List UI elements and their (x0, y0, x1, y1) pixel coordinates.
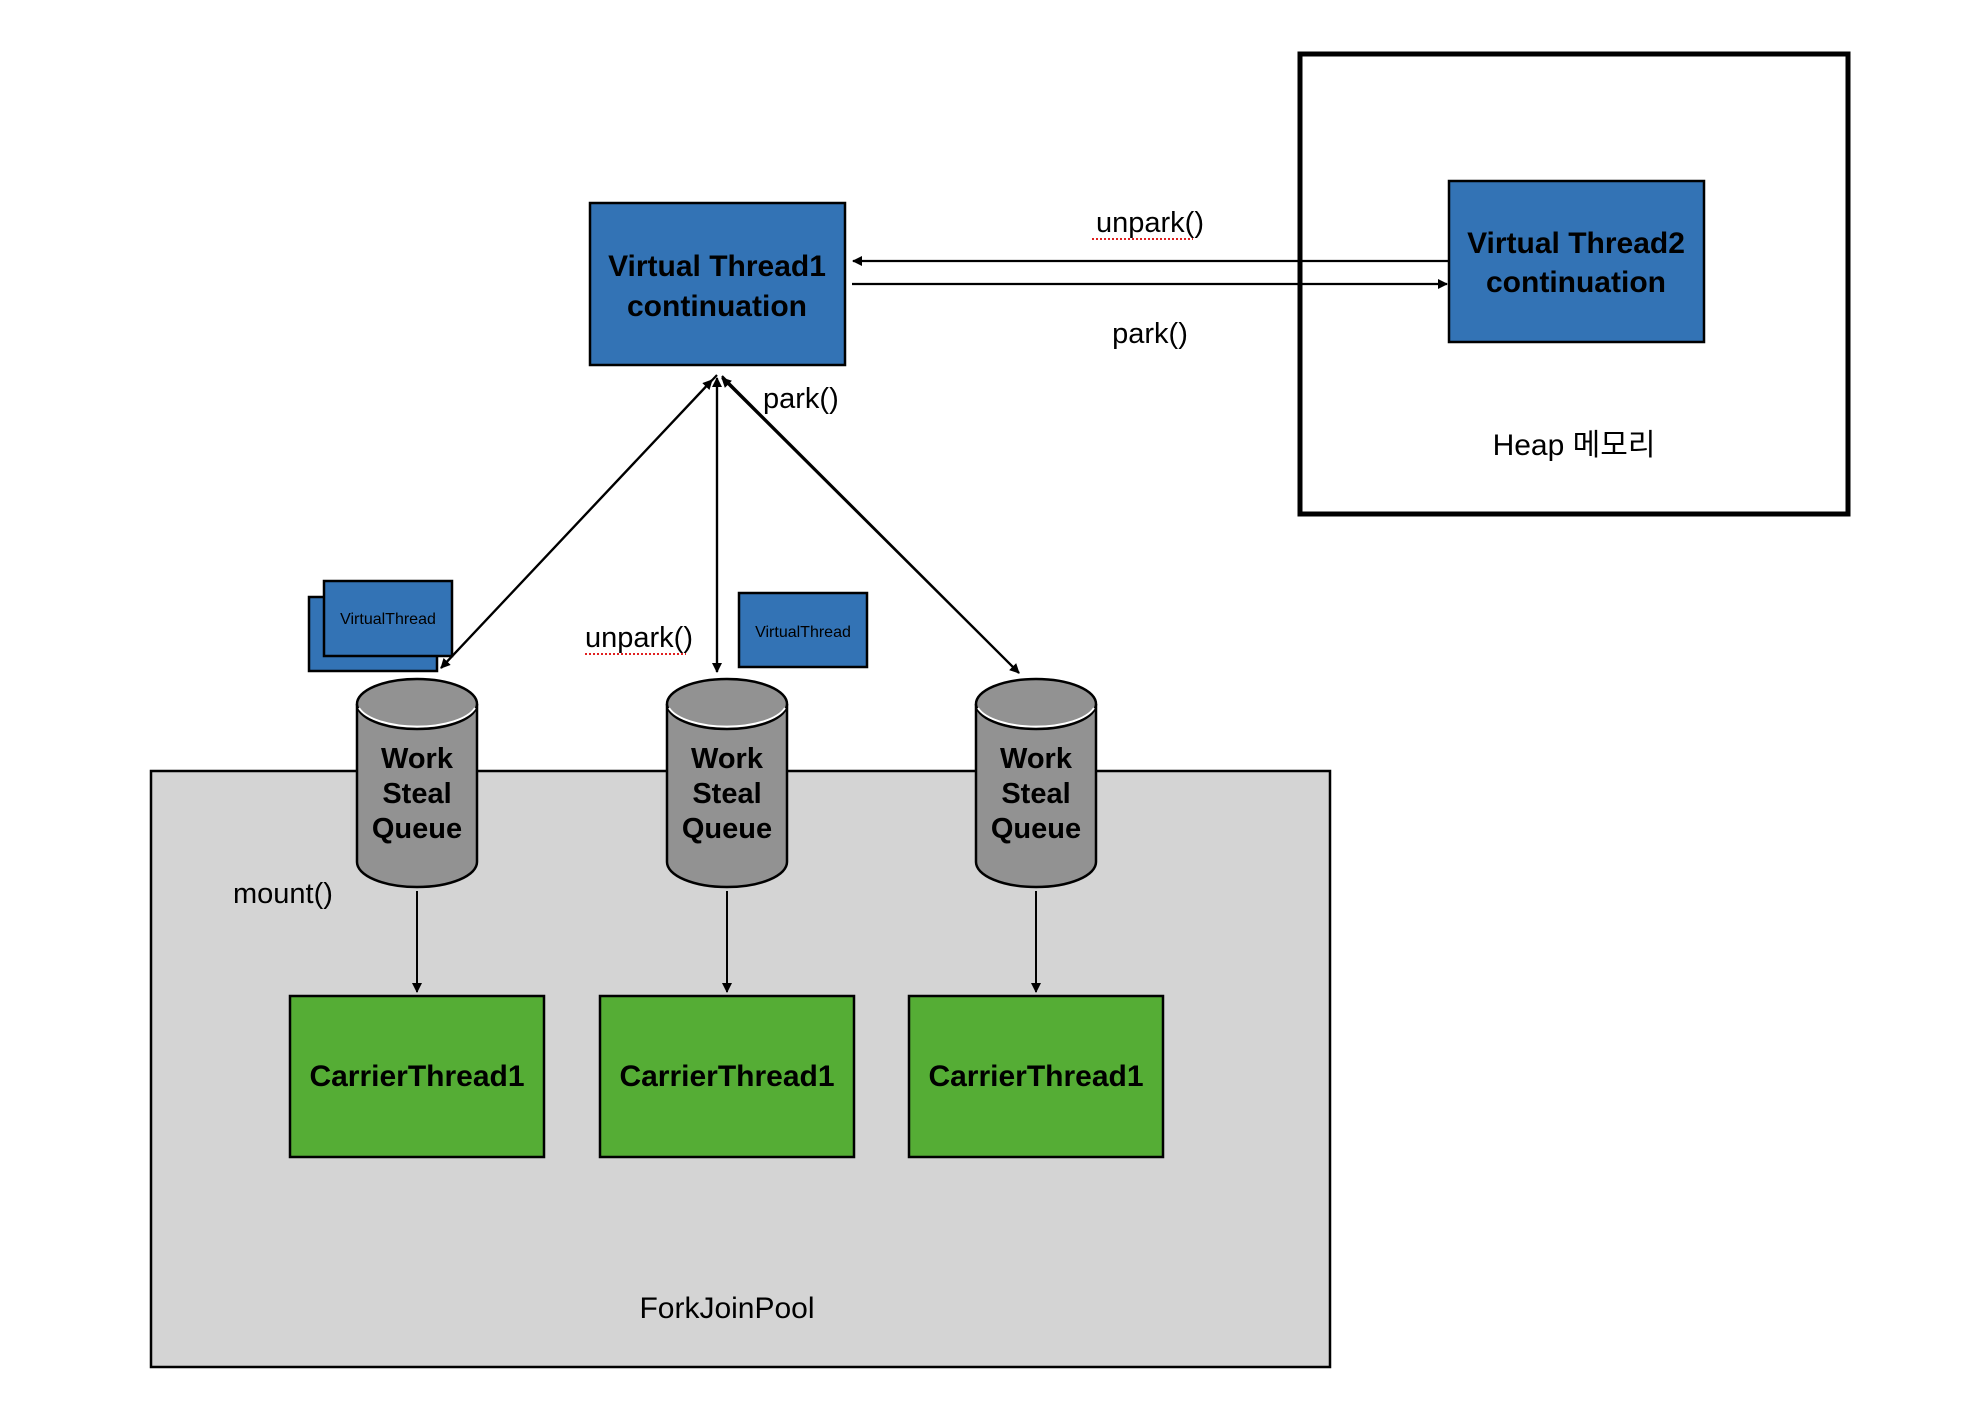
carrier-thread-box: CarrierThread1 (598, 994, 856, 1159)
queue-label: Steal (382, 778, 451, 810)
queue-label: Queue (991, 813, 1081, 845)
carrier-thread-label: CarrierThread1 (619, 1060, 834, 1093)
queue-label: Work (381, 743, 454, 775)
park-right-label: park() (763, 383, 839, 415)
queue-cylinder-highlight (668, 707, 786, 728)
park-top-label: park() (1112, 318, 1188, 350)
queue-cylinder-body (355, 704, 479, 889)
carrier-thread-label: CarrierThread1 (309, 1060, 524, 1093)
carrier-thread-box: CarrierThread1 (907, 994, 1165, 1159)
virtual-thread1-title: Virtual Thread1 (608, 250, 826, 283)
queue-label: Steal (1001, 778, 1070, 810)
heap-label: Heap 메모리 (1493, 429, 1656, 462)
mount-label: mount() (233, 878, 333, 910)
carrier-thread-box: CarrierThread1 (288, 994, 546, 1159)
queue-cylinder-top (974, 677, 1098, 731)
arrows-vt1-queues (440, 374, 1020, 674)
queue-cylinder-top (355, 677, 479, 731)
queue-cylinder-highlight (358, 707, 476, 728)
queue-label: Steal (692, 778, 761, 810)
queue-cylinder-body (665, 704, 789, 889)
virtual-thread-mini-middle: VirtualThread (737, 591, 869, 669)
virtual-thread-mini-label: VirtualThread (340, 611, 436, 628)
virtual-thread-stack-left: VirtualThread (307, 579, 454, 673)
queue-cylinder-body (974, 704, 1098, 889)
queue-cylinder-top (665, 677, 789, 731)
virtual-thread2-title: Virtual Thread2 (1467, 227, 1685, 260)
virtual-thread2-box: Virtual Thread2 continuation (1447, 179, 1706, 344)
forkjoinpool-label: ForkJoinPool (639, 1292, 814, 1325)
virtual-thread-mini-front (322, 579, 454, 658)
arrow-left-queue-to-vt1 (440, 379, 713, 669)
queue-cylinder-highlight (977, 707, 1095, 728)
virtual-thread1-box: Virtual Thread1 continuation (588, 201, 847, 367)
queue-label: Work (1000, 743, 1073, 775)
virtual-thread2-subtitle: continuation (1486, 266, 1666, 299)
queue-label: Work (691, 743, 764, 775)
unpark-top-label: unpark() (1096, 207, 1204, 239)
queue-label: Queue (372, 813, 462, 845)
carrier-thread-label: CarrierThread1 (928, 1060, 1143, 1093)
virtual-thread-mini-label: VirtualThread (755, 624, 851, 641)
unpark-middle-label: unpark() (585, 622, 693, 654)
arrow-right-queue-to-vt1 (721, 377, 1020, 674)
queue-label: Queue (682, 813, 772, 845)
virtual-thread1-subtitle: continuation (627, 290, 807, 323)
